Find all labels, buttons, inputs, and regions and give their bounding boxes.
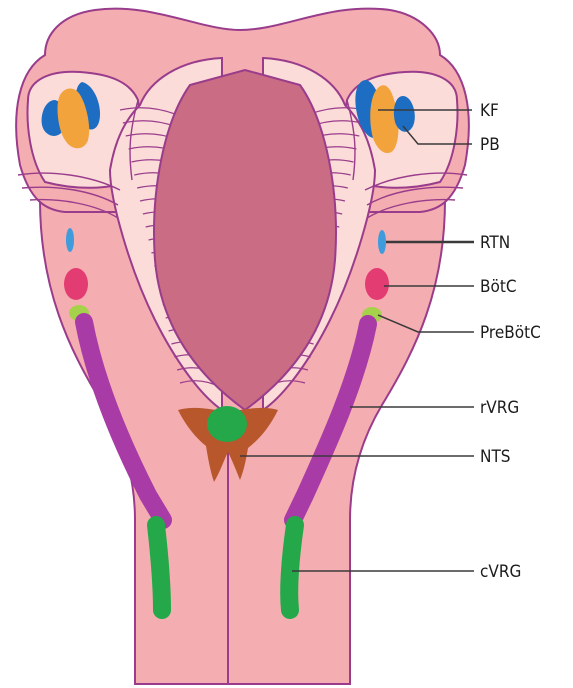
rtn-right [378,230,386,254]
botc-left [64,268,88,300]
cvrg-left [156,525,162,610]
label-prebotc: PreBötC [480,323,541,343]
label-kf: KF [480,101,499,121]
label-rtn: RTN [480,233,510,253]
botc-right [365,268,389,300]
label-cvrg: cVRG [480,562,521,582]
label-nts: NTS [480,447,511,467]
cvrg-right [289,525,295,610]
label-rvrg: rVRG [480,398,519,418]
rtn-left [66,228,74,252]
label-botc: BötC [480,277,517,297]
label-pb: PB [480,135,500,155]
nts-green [207,406,247,442]
